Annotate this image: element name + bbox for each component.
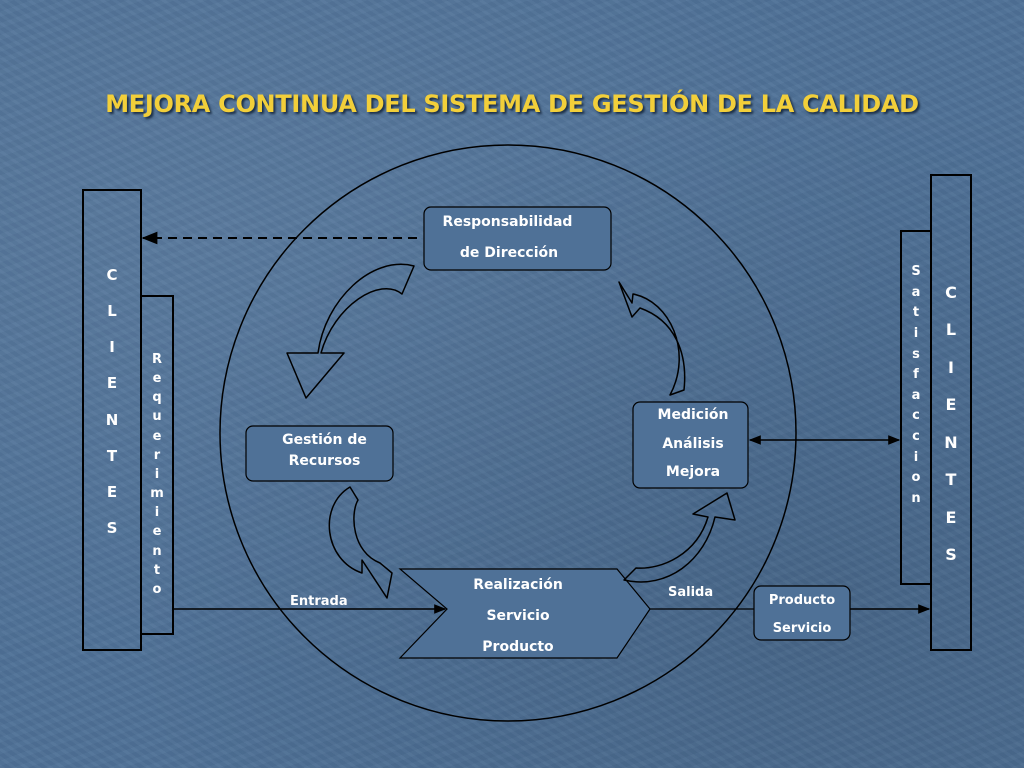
satisfaccion-letter: a [911,284,921,300]
gestion-line-2: Recursos [288,453,361,469]
satisfaccion-letter: t [912,305,920,321]
right-clients-letter: N [944,432,958,452]
right-clients-letter: E [945,507,957,527]
requerimiento-letter: m [150,486,164,502]
gestion-line-1: Gestión de [282,432,367,448]
medicion-line-1: Medición [657,407,729,423]
requerimiento-letter: R [151,352,162,367]
process-cycle-circle [219,144,797,722]
right-clients-letter: C [945,283,957,302]
cycle-arrow-bottom-left [328,486,393,599]
satisfaccion-letter: f [913,367,919,383]
requerimiento-letter: e [152,428,162,444]
left-clients-letter: E [106,374,118,393]
satisfaccion-letter: c [912,429,920,444]
realizacion-line-1: Realización [473,577,563,593]
responsabilidad-line-1: Responsabilidad [442,214,573,230]
page-title: MEJORA CONTINUA DEL SISTEMA DE GESTIÓN D… [105,90,919,118]
gestion-recursos-box [245,425,394,482]
cycle-arrow-bottom-right [623,492,736,583]
medicion-line-2: Análisis [662,436,724,452]
right-clients-letter: S [945,544,957,564]
medicion-line-3: Mejora [665,464,721,480]
left-clients-letter: I [109,338,115,357]
requerimiento-box [140,295,174,635]
satisfaccion-letter: S [911,264,921,279]
requerimiento-letter: e [152,371,162,387]
entrada-label: Entrada [290,594,348,609]
requerimiento-letter: u [152,409,162,425]
right-clients-letter: E [945,395,957,415]
satisfaccion-letter: i [913,325,919,341]
right-clients-letter: I [948,357,954,377]
satisfaccion-letter: s [912,346,920,362]
cycle-arrow-top-right [618,281,686,396]
left-clients-letter: E [106,482,118,501]
right-clients-letter: L [945,320,957,340]
left-clients-letter: T [106,446,118,465]
requerimiento-letter: q [152,390,162,406]
requerimiento-letter: o [152,581,162,597]
requerimiento-letter: i [154,466,160,482]
satisfaccion-letter: a [911,387,921,403]
satisfaccion-letter: o [911,470,921,486]
salida-label: Salida [668,585,714,600]
satisfaccion-box [900,230,932,585]
requerimiento-letter: n [152,543,162,559]
satisfaccion-letter: i [913,449,919,465]
realizacion-shape [398,568,651,659]
left-clients-letter: N [105,410,119,429]
producto-servicio-box [753,585,851,641]
cycle-arrow-top-left [286,263,415,399]
requerimiento-letter: r [153,447,161,463]
responsabilidad-line-2: de Dirección [459,245,559,261]
requerimiento-letter: i [154,505,160,521]
requerimiento-letter: t [153,562,161,578]
producto-out-line-2: Servicio [772,621,832,636]
producto-out-line-1: Producto [768,593,836,608]
right-clients-letter: T [945,470,957,490]
left-clients-letter: C [106,266,118,284]
left-clients-letter: S [106,518,118,537]
left-clients-letter: L [107,302,117,321]
satisfaccion-letter: n [911,490,921,506]
satisfaccion-letter: c [912,408,920,424]
medicion-box [632,401,749,489]
realizacion-line-2: Servicio [486,608,550,624]
responsabilidad-box [423,206,612,271]
requerimiento-letter: e [152,524,162,540]
realizacion-line-3: Producto [482,639,554,655]
